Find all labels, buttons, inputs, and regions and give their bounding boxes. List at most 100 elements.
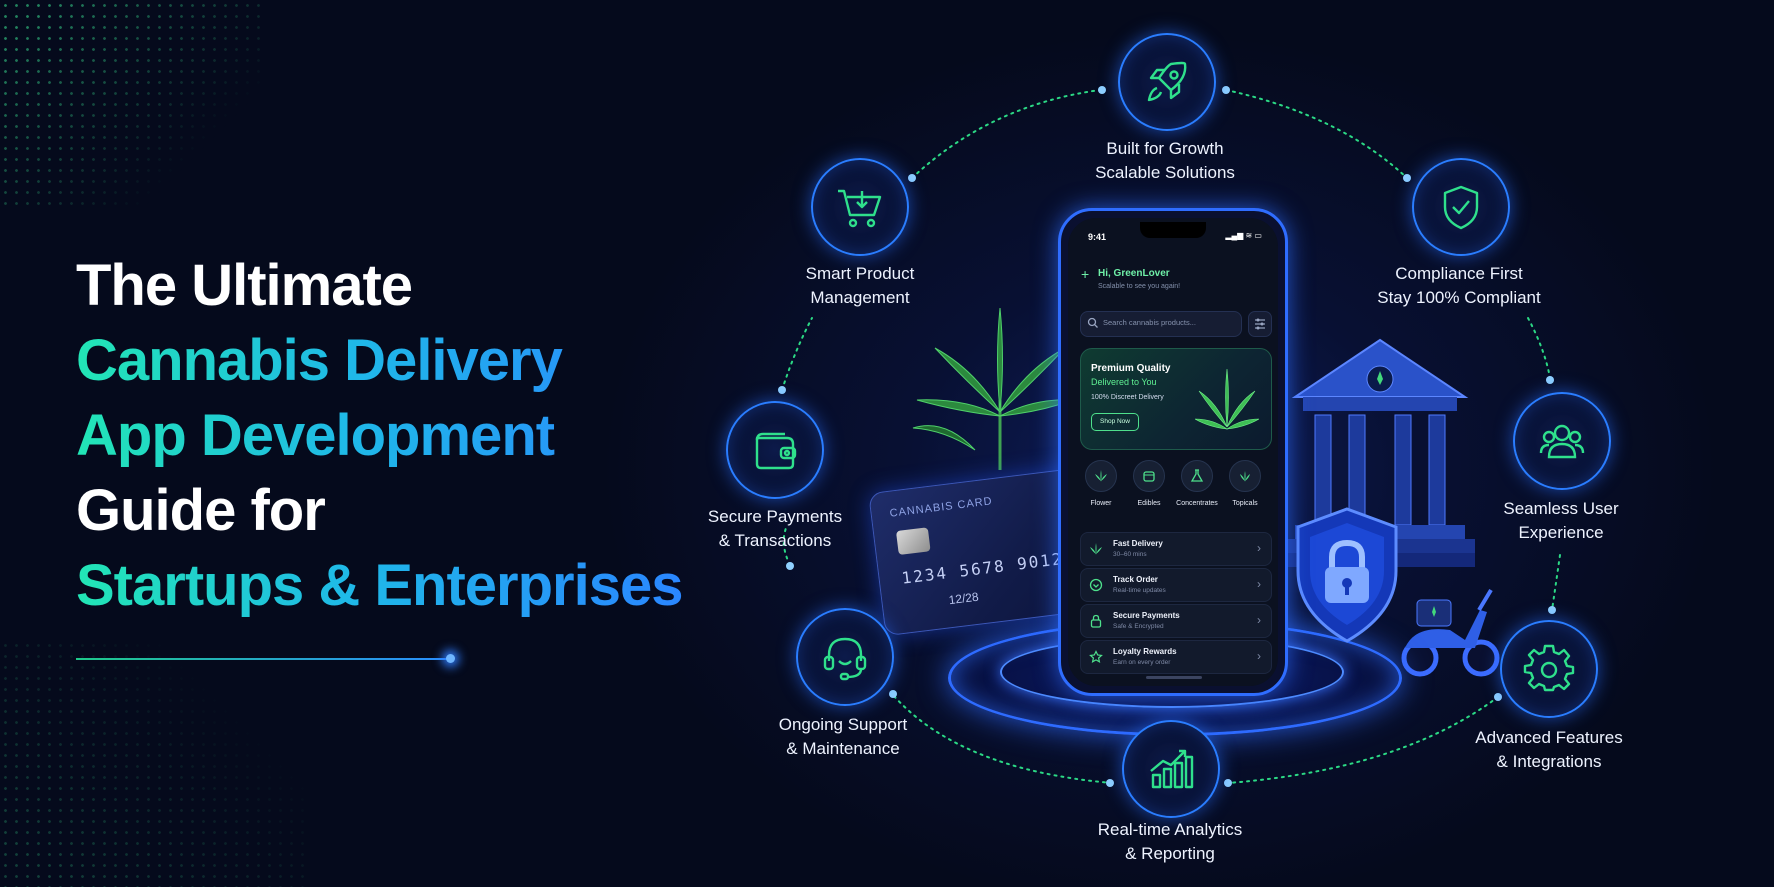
- search-input[interactable]: Search cannabis products...: [1080, 311, 1242, 337]
- delivery-scooter-illustration: [1401, 588, 1500, 677]
- search-placeholder: Search cannabis products...: [1103, 318, 1196, 327]
- category-circle: [1229, 460, 1261, 492]
- lock-icon: [1090, 614, 1102, 628]
- concentrates-icon: [1190, 469, 1204, 482]
- list-item-fast-delivery[interactable]: Fast Delivery 30–60 mins ›: [1080, 532, 1272, 566]
- feature-label-user-experience: Seamless User Experience: [1441, 497, 1681, 545]
- feature-title: Secure Payments: [707, 507, 843, 526]
- feature-rocket: [1118, 33, 1216, 131]
- filter-button[interactable]: [1248, 311, 1272, 337]
- dot-pattern-top-left: [0, 0, 260, 210]
- feature-title: Compliance First: [1395, 264, 1523, 283]
- feature-subtitle: Management: [810, 288, 910, 307]
- feature-title: Built for Growth: [1106, 139, 1224, 158]
- status-icons: ▂▄▆ ≋ ▭: [1225, 231, 1262, 240]
- orbit-arc: [781, 317, 813, 391]
- feature-label-growth: Built for Growth Scalable Solutions: [1045, 137, 1285, 185]
- banner-subtitle: Delivered to You: [1091, 377, 1157, 387]
- category-flower[interactable]: Flower: [1078, 460, 1124, 507]
- list-item-title: Secure Payments: [1113, 611, 1180, 620]
- track-icon: [1089, 578, 1103, 592]
- orbit-node: [889, 690, 897, 698]
- phone-screen: 9:41 ▂▄▆ ≋ ▭ + Hi, GreenLover Scalable t…: [1068, 218, 1278, 686]
- chevron-right-icon: ›: [1257, 541, 1261, 555]
- cart-icon: [838, 189, 882, 228]
- chevron-right-icon: ›: [1257, 613, 1261, 627]
- feature-title: Ongoing Support: [778, 715, 908, 734]
- underline-glow-dot: [446, 654, 455, 663]
- list-item-title: Track Order: [1113, 575, 1158, 584]
- category-topicals[interactable]: Topicals: [1222, 460, 1268, 507]
- category-edibles[interactable]: Edibles: [1126, 460, 1172, 507]
- promo-banner[interactable]: Premium Quality Delivered to You 100% Di…: [1080, 348, 1272, 450]
- chevron-right-icon: ›: [1257, 649, 1261, 663]
- orbit-arc: [1551, 554, 1561, 611]
- list-item-title: Loyalty Rewards: [1113, 647, 1177, 656]
- category-concentrates[interactable]: Concentrates: [1174, 460, 1220, 507]
- card-expiry: 12/28: [947, 589, 980, 608]
- category-label: Topicals: [1232, 500, 1258, 507]
- list-item-loyalty-rewards[interactable]: Loyalty Rewards Earn on every order ›: [1080, 640, 1272, 674]
- feature-label-analytics: Real-time Analytics & Reporting: [1050, 818, 1290, 866]
- chevron-right-icon: ›: [1257, 577, 1261, 591]
- analytics-chart-icon: [1150, 749, 1194, 789]
- feature-label-support: Ongoing Support & Maintenance: [723, 713, 963, 761]
- orbit-node: [778, 386, 786, 394]
- users-icon: [1539, 424, 1585, 459]
- list-item-title: Fast Delivery: [1113, 539, 1163, 548]
- search-icon: [1087, 317, 1098, 328]
- card-chip-icon: [895, 527, 931, 555]
- status-time: 9:41: [1088, 232, 1107, 242]
- feature-label-payments: Secure Payments & Transactions: [655, 505, 895, 553]
- orbit-arc: [1527, 317, 1551, 379]
- feature-label-product-management: Smart Product Management: [740, 262, 980, 310]
- list-item-subtitle: 30–60 mins: [1113, 551, 1147, 558]
- greeting-subtitle: Scalable to see you again!: [1098, 283, 1181, 290]
- feature-subtitle: & Reporting: [1125, 844, 1215, 863]
- app-logo-icon: +: [1081, 266, 1090, 282]
- headline-underline: [76, 658, 450, 660]
- phone-notch: [1140, 222, 1206, 238]
- leaf-icon: [1090, 543, 1102, 555]
- feature-title: Seamless User: [1503, 499, 1619, 518]
- list-item-secure-payments[interactable]: Secure Payments Safe & Encrypted ›: [1080, 604, 1272, 638]
- orbit-node: [1403, 174, 1411, 182]
- feature-subtitle: Experience: [1518, 523, 1604, 542]
- orbit-arc: [782, 527, 791, 566]
- rocket-icon: [1147, 61, 1187, 102]
- orbit-node: [1222, 86, 1230, 94]
- feature-user-experience: [1513, 392, 1611, 490]
- gear-icon: [1523, 644, 1575, 692]
- category-label: Concentrates: [1176, 500, 1218, 507]
- greeting-title: Hi, GreenLover: [1098, 268, 1170, 279]
- orbit-node: [1546, 376, 1554, 384]
- star-icon: [1089, 650, 1103, 663]
- headline-line-4: Guide for: [76, 478, 326, 543]
- shop-now-button[interactable]: Shop Now: [1091, 413, 1139, 431]
- flower-icon: [1095, 470, 1107, 482]
- feature-product-management: [811, 158, 909, 256]
- category-label: Edibles: [1137, 500, 1161, 507]
- feature-title: Real-time Analytics: [1097, 820, 1243, 839]
- list-item-subtitle: Earn on every order: [1113, 659, 1171, 666]
- feature-title: Smart Product: [805, 264, 915, 283]
- sliders-icon: [1255, 318, 1265, 330]
- orbit-arc: [892, 694, 1113, 784]
- headline-line-1: The Ultimate: [76, 253, 413, 318]
- category-label: Flower: [1090, 500, 1112, 507]
- banner-leaf-icon: [1195, 368, 1259, 430]
- card-title: CANNABIS CARD: [889, 495, 994, 520]
- feature-subtitle: & Maintenance: [786, 739, 900, 758]
- feature-subtitle: & Transactions: [718, 531, 832, 550]
- feature-subtitle: Scalable Solutions: [1095, 163, 1235, 182]
- list-item-track-order[interactable]: Track Order Real-time updates ›: [1080, 568, 1272, 602]
- security-shield-lock-icon: [1296, 507, 1398, 643]
- phone-mockup: 9:41 ▂▄▆ ≋ ▭ + Hi, GreenLover Scalable t…: [1058, 208, 1288, 696]
- feature-advanced: [1500, 620, 1598, 718]
- headline-line-3: App Development: [76, 398, 683, 473]
- edibles-icon: [1143, 471, 1155, 482]
- feature-support: [796, 608, 894, 706]
- category-circle: [1085, 460, 1117, 492]
- orbit-node: [1106, 779, 1114, 787]
